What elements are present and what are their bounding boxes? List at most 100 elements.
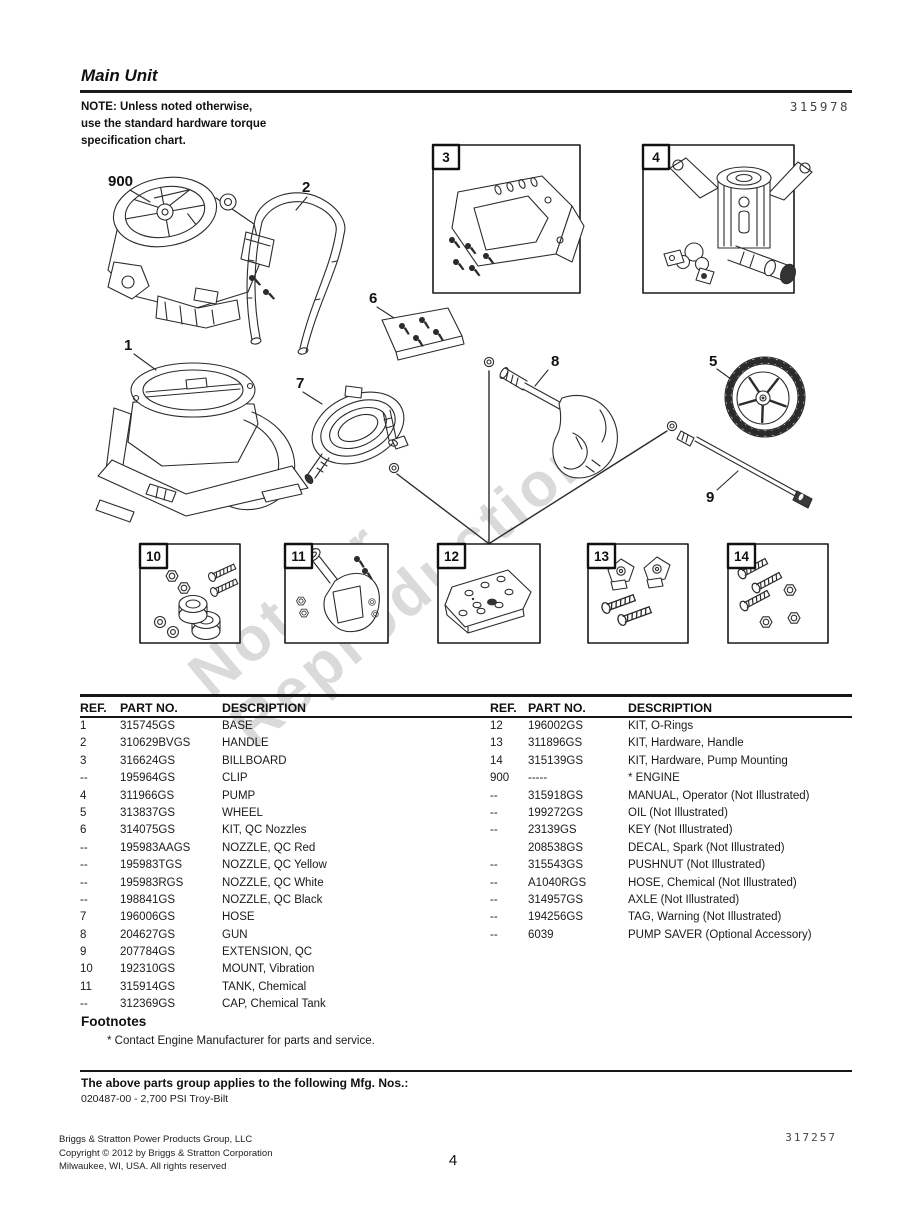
column-header-description: DESCRIPTION [628,701,713,715]
gun-illustration [483,356,618,479]
leader-5 [716,368,736,383]
part-cell: AXLE (Not Illustrated) [628,893,740,906]
handle-hardware-box: 13 [586,542,689,644]
part-cell: 314957GS [528,893,583,906]
part-cell: CAP, Chemical Tank [222,998,326,1011]
part-cell: 4 [80,789,87,802]
part-cell: 23139GS [528,824,577,837]
engine-illustration [107,176,278,329]
part-cell: -- [490,876,498,889]
callout-5: 5 [709,353,717,370]
part-cell: 3 [80,754,87,767]
pump-hardware-box: 14 [726,542,829,644]
leader-7 [302,391,323,405]
column-header-description: DESCRIPTION [222,701,307,715]
part-cell: 199272GS [528,806,583,819]
column-header-part-no: PART NO. [120,701,178,715]
part-cell: -- [490,928,498,941]
part-cell: -- [490,824,498,837]
part-cell: 313837GS [120,806,175,819]
part-cell: NOZZLE, QC Red [222,841,316,854]
extension-illustration [666,420,813,509]
part-cell: 11 [80,980,92,993]
footer-document-number: 317257 [785,1131,837,1144]
part-cell: DECAL, Spark (Not Illustrated) [628,841,785,854]
part-cell: 314075GS [120,824,175,837]
part-cell: 315745GS [120,720,175,732]
part-cell: 5 [80,806,87,819]
part-cell: KIT, Hardware, Handle [628,737,744,750]
callout-8: 8 [551,353,559,370]
base-illustration [95,353,309,523]
part-cell: 207784GS [120,946,175,959]
callout-6: 6 [369,290,377,307]
part-cell: PUMP [222,789,256,802]
part-cell: -- [80,772,88,785]
column-header-ref: REF. [80,701,107,715]
column-header-part-no: PART NO. [528,701,586,715]
callout-900: 900 [108,173,133,190]
torque-note: NOTE: Unless noted otherwise, use the st… [81,99,266,150]
part-cell: 204627GS [120,928,175,941]
part-cell: 2 [80,737,87,750]
part-cell: -- [490,911,498,924]
assembly-lines [396,370,668,544]
part-cell: HOSE, Chemical (Not Illustrated) [628,876,797,889]
part-cell: 311966GS [120,789,175,802]
part-cell: 208538GS [528,841,583,854]
part-cell: 192310GS [120,963,175,976]
part-cell: EXTENSION, QC [222,946,313,959]
footer-line: Copyright © 2012 by Briggs & Stratton Co… [59,1147,273,1159]
callout-7: 7 [296,375,304,392]
part-cell: 195983TGS [120,859,183,872]
part-cell: KIT, O-Rings [628,720,694,732]
pump-box: 4 [641,143,813,294]
leader-2 [295,196,308,211]
column-header-ref: REF. [490,701,517,715]
part-cell: 13 [490,737,503,750]
page-title: Main Unit [81,66,158,85]
part-cell: -- [80,998,88,1011]
part-cell: -- [80,859,88,872]
callout-13: 13 [594,549,610,564]
part-cell: WHEEL [222,806,263,819]
part-cell: NOZZLE, QC Yellow [222,859,327,872]
part-cell: 315914GS [120,980,175,993]
callout-4: 4 [652,150,660,165]
part-cell: 194256GS [528,911,583,924]
part-cell: A1040RGS [528,876,587,889]
leader-1 [133,353,157,371]
part-cell: -- [80,841,88,854]
document-number: 315978 [789,99,850,114]
mfg-rule [80,1070,852,1072]
part-cell: HANDLE [222,737,269,750]
part-cell: MOUNT, Vibration [222,963,315,976]
table-top-rule [80,694,852,697]
part-cell: * ENGINE [628,772,680,785]
part-cell: PUMP SAVER (Optional Accessory) [628,928,812,941]
callout-3: 3 [442,150,450,165]
note-line: use the standard hardware torque [81,118,267,130]
part-cell: TAG, Warning (Not Illustrated) [628,911,782,924]
part-cell: 9 [80,946,87,959]
part-cell: KEY (Not Illustrated) [628,824,733,837]
part-cell: 10 [80,963,93,976]
table-header-rule [80,716,852,718]
callout-2: 2 [302,179,310,196]
part-cell: -- [80,893,88,906]
handle-illustration [246,192,346,355]
part-cell: 1 [80,720,87,732]
part-cell: ----- [528,772,548,785]
part-cell: 900 [490,772,510,785]
footer-line: Briggs & Stratton Power Products Group, … [59,1134,253,1145]
leader-6 [376,306,395,319]
part-cell: HOSE [222,911,255,924]
part-cell: TANK, Chemical [222,980,307,993]
part-cell: 195983RGS [120,876,184,889]
mfg-heading: The above parts group applies to the fol… [81,1076,409,1090]
hose-illustration [302,385,409,484]
billboard-box: 3 [431,143,585,294]
part-cell: -- [490,806,498,819]
